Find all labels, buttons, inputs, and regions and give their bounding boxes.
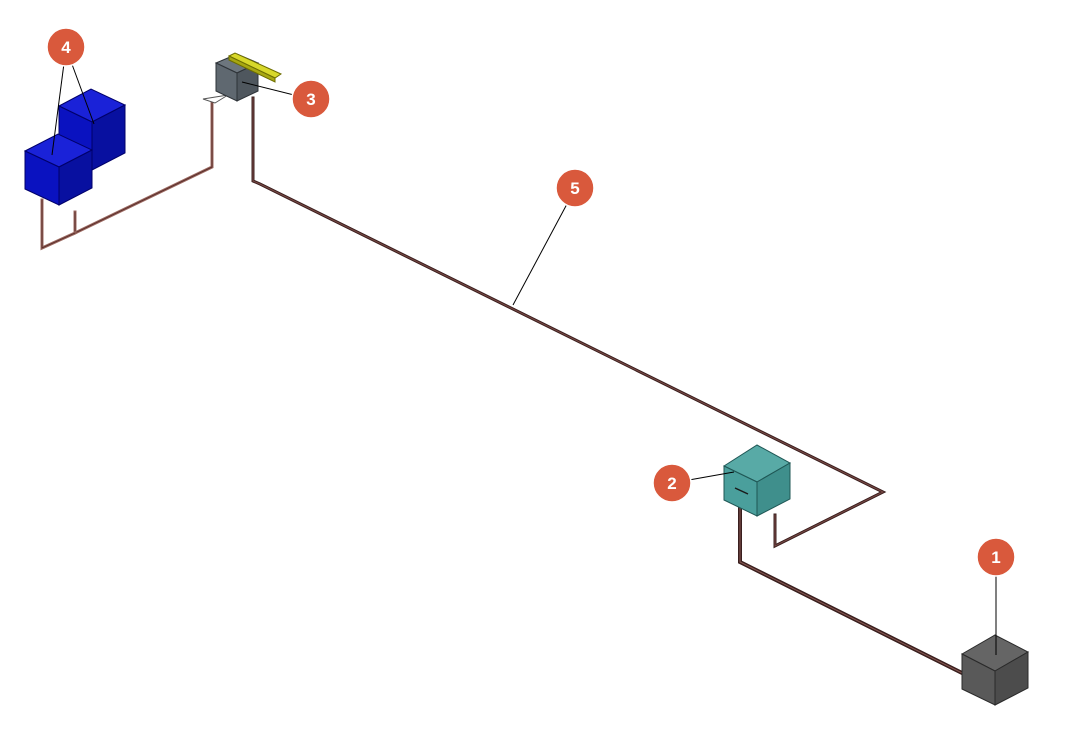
unit-4-tanks [23,88,127,206]
lower-pipe [738,488,965,676]
unit-3-controller [214,52,283,102]
pipe-network [40,94,965,676]
handle-bar [227,52,283,83]
leader-lines [51,47,997,655]
upper-left-pipe [40,98,214,251]
callout-2-label: 2 [667,474,676,493]
pipe-fitting [202,94,229,104]
callout-3: 3 [291,79,331,119]
leader-5 [512,188,576,306]
main-pipe [251,96,887,549]
callout-4: 4 [46,27,86,67]
callout-3-label: 3 [306,90,315,109]
callout-1: 1 [976,537,1016,577]
callout-5-label: 5 [570,179,579,198]
callout-5: 5 [555,168,595,208]
unit-1-box [960,634,1030,706]
callout-4-label: 4 [61,38,71,57]
callout-2: 2 [652,463,692,503]
tank-front [23,133,94,206]
unit-2-box [722,444,792,517]
callout-1-label: 1 [991,548,1000,567]
